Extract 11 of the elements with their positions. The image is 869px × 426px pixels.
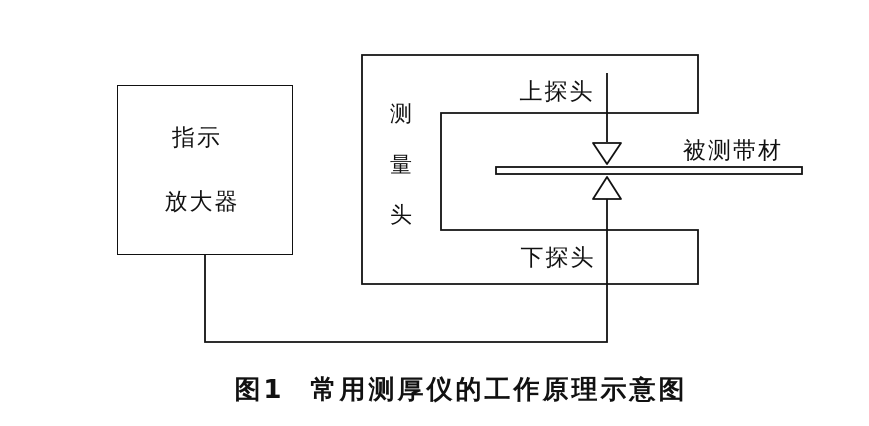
vertical-label: 测量头: [390, 101, 412, 230]
node-label: 放大器: [164, 188, 240, 216]
probe-symbol: [592, 73, 622, 165]
node-label: 指示: [172, 124, 222, 152]
connector-line: [204, 255, 608, 343]
probe-label: 下探头: [520, 244, 596, 272]
figure-caption: 图1 常用测厚仪的工作原理示意图: [234, 374, 688, 406]
strip-label: 被测带材: [683, 137, 783, 165]
amplifier-box: [117, 85, 293, 255]
probe-label: 上探头: [520, 78, 594, 106]
probe-symbol: [592, 176, 622, 300]
